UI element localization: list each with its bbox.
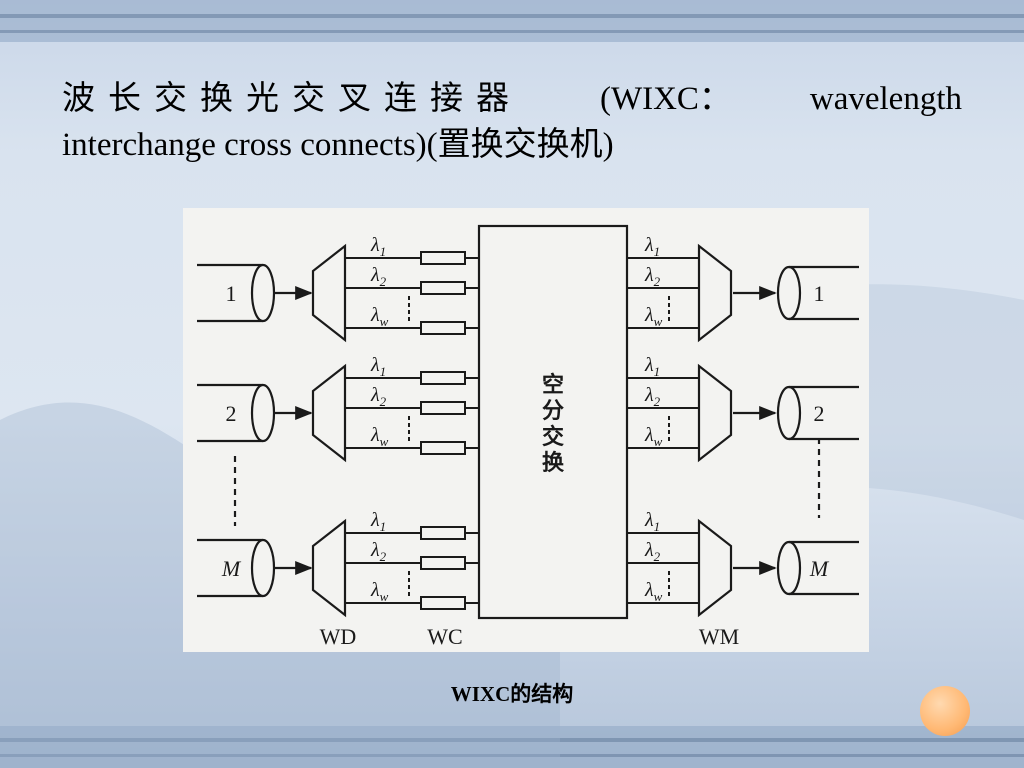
lambda-out-label: λ1	[644, 234, 660, 259]
wc-converter	[420, 251, 466, 265]
title-abbrev: (WIXC：	[599, 81, 732, 117]
lambda-in-label: λw	[370, 424, 389, 449]
output-fiber-2	[789, 385, 859, 441]
switch-label-3: 交	[542, 424, 564, 449]
output-label-1: 1	[814, 281, 825, 306]
switch-label-1: 空	[542, 372, 564, 397]
output-fiber-3	[789, 540, 859, 596]
switch-label-4: 换	[542, 450, 565, 475]
lambda-out-label: λ1	[644, 354, 660, 379]
title-line2: interchange cross connects)(置换交换机)	[62, 127, 614, 163]
lambda-in-label: λw	[370, 304, 389, 329]
lambda-in-label: λ2	[370, 384, 387, 409]
title-word: wavelength	[809, 81, 962, 117]
wd-label: WD	[320, 624, 357, 649]
wc-converter	[420, 596, 466, 610]
output-label-2: 2	[814, 401, 825, 426]
wc-converter	[420, 321, 466, 335]
slide-title: 波长交换光交叉连接器 (WIXC： wavelength interchange…	[62, 76, 962, 168]
input-fiber-end-2	[250, 383, 276, 443]
lambda-out-label: λw	[644, 579, 663, 604]
input-label-3: M	[221, 556, 242, 581]
input-fiber-1	[197, 263, 263, 323]
title-cjk: 波长交换光交叉连接器	[62, 81, 522, 117]
wc-converter	[420, 401, 466, 415]
lambda-in-label: λ2	[370, 539, 387, 564]
input-fiber-2	[197, 383, 263, 443]
lambda-out-label: λw	[644, 304, 663, 329]
input-fiber-3	[197, 538, 263, 598]
space-switch-box	[477, 224, 629, 620]
lambda-out-label: λ1	[644, 509, 660, 534]
lambda-in-label: λ1	[370, 509, 386, 534]
lambda-out-label: λw	[644, 424, 663, 449]
wd-demux-2	[311, 363, 347, 463]
lambda-out-label: λ2	[644, 264, 661, 289]
switch-label-2: 分	[542, 398, 564, 423]
wc-label: WC	[427, 624, 462, 649]
wm-mux-2	[697, 363, 733, 463]
wm-label: WM	[699, 624, 739, 649]
output-fiber-1	[789, 265, 859, 321]
figure-caption: WIXC的结构	[450, 682, 574, 706]
lambda-out-label: λ2	[644, 539, 661, 564]
wm-mux-1	[697, 243, 733, 343]
output-label-3: M	[809, 556, 830, 581]
lambda-out-label: λ2	[644, 384, 661, 409]
input-fiber-end-3	[250, 538, 276, 598]
lambda-in-label: λ1	[370, 354, 386, 379]
wc-converter	[420, 556, 466, 570]
input-label-2: 2	[226, 401, 237, 426]
input-label-1: 1	[226, 281, 237, 306]
lambda-in-label: λ2	[370, 264, 387, 289]
lambda-in-label: λw	[370, 579, 389, 604]
wc-converter	[420, 441, 466, 455]
output-fiber-end-2	[776, 385, 802, 441]
wd-demux-3	[311, 518, 347, 618]
output-fiber-end-1	[776, 265, 802, 321]
wm-mux-3	[697, 518, 733, 618]
decorative-orb	[920, 686, 970, 736]
wd-demux-1	[311, 243, 347, 343]
lambda-in-label: λ1	[370, 234, 386, 259]
wc-converter	[420, 281, 466, 295]
wc-converter	[420, 371, 466, 385]
output-fiber-end-3	[776, 540, 802, 596]
input-fiber-end-1	[250, 263, 276, 323]
wc-converter	[420, 526, 466, 540]
